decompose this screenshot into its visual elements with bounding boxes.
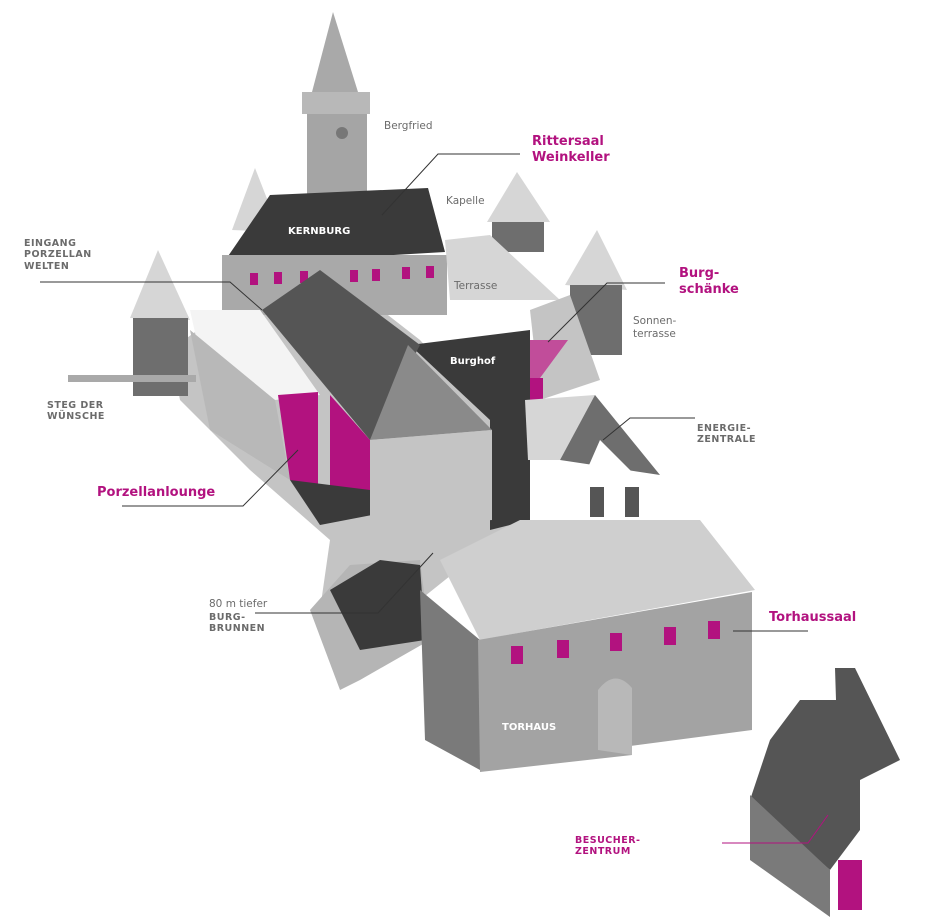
lower-courtyard [330,560,425,650]
kernburg-windows [250,266,434,285]
label-burgbrunnen: BURG- BRUNNEN [209,612,266,635]
bergfried-crown [302,92,370,114]
burgschaenke-block [530,295,600,400]
porzellan-white-wall [190,310,320,400]
torhaus-gate [598,678,632,755]
label-eingang-porzellanwelten: EINGANG PORZELLAN WELTEN [24,238,92,272]
kapelle-tower-roof [487,172,550,222]
besucher-wall [750,795,830,917]
besucher-leader-line [722,814,829,844]
energie-window [625,487,639,517]
label-besucherzentrum: BESUCHER- ZENTRUM [575,835,641,858]
label-brunnen-depth: 80 m tiefer [209,598,268,610]
label-kernburg: KERNBURG [288,226,351,237]
hall-wall [370,430,492,530]
hall-roof-light [370,345,492,440]
torhaus-roof [440,520,755,640]
energie-window [590,487,604,517]
label-burgschaenke: Burg- schänke [679,266,739,297]
burgschaenke-window [525,340,568,378]
lounge-floor [290,480,372,525]
terrasse-roof [445,235,560,300]
torhaus-windows [511,621,720,664]
steg-der-wuensche [68,375,196,382]
label-torhaussaal: Torhaussaal [769,610,857,625]
burghof [410,330,530,530]
label-burghof: Burghof [450,356,496,367]
right-tower-roof [565,230,627,290]
torhaus-side [420,590,480,770]
leader-lines [40,153,808,632]
lounge-magenta-right [330,395,370,510]
label-kapelle: Kapelle [446,195,485,207]
label-terrasse: Terrasse [454,280,498,292]
besucher-window [838,860,862,910]
energie-wall [565,440,640,520]
energie-roof-dark [560,395,660,475]
label-porzellanlounge: Porzellanlounge [97,485,216,500]
porzellan-side-wall [190,330,290,480]
energie-roof-light [525,395,595,460]
left-tower-body [133,318,188,396]
bergfried-shaft [307,114,367,194]
label-steg-der-wuensche: STEG DER WÜNSCHE [47,400,105,423]
label-bergfried: Bergfried [384,120,433,132]
hall-roof-dark [262,270,420,440]
label-sonnenterrasse: Sonnen- terrasse [633,315,677,340]
left-tower-roof [130,250,190,320]
label-torhaus: TORHAUS [502,722,557,733]
label-rittersaal-weinkeller: Rittersaal Weinkeller [532,134,610,165]
lounge-magenta-left [278,392,318,490]
clock-icon [336,127,348,139]
label-energiezentrale: ENERGIE- ZENTRALE [697,423,757,446]
besucher-roof [750,668,900,870]
bergfried-spire [312,12,358,92]
